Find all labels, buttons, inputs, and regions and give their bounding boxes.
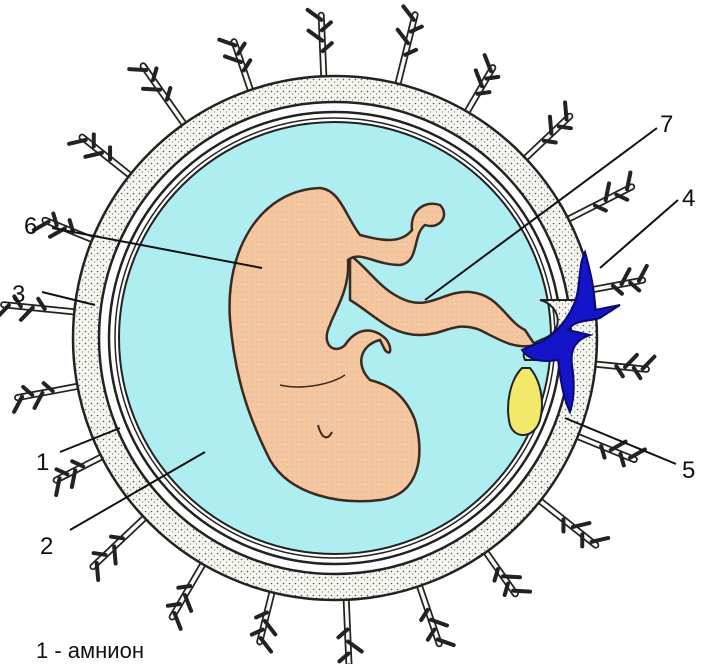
villus-branch bbox=[503, 576, 520, 577]
villus-branch bbox=[85, 153, 102, 157]
villus-branch bbox=[174, 613, 180, 629]
label-4: 4 bbox=[682, 185, 695, 212]
villus-core bbox=[484, 549, 516, 594]
villus-core bbox=[143, 66, 186, 127]
villus-core bbox=[418, 582, 439, 644]
villus-branch bbox=[168, 604, 180, 606]
villus-branch bbox=[616, 195, 627, 200]
villus-branch bbox=[550, 117, 551, 134]
villus-branch bbox=[559, 126, 571, 128]
villus-branch bbox=[421, 610, 427, 620]
villus-branch bbox=[595, 206, 606, 211]
villus-core bbox=[93, 515, 148, 566]
villus-branch bbox=[56, 469, 67, 474]
label-2: 2 bbox=[40, 533, 53, 560]
villus-branch bbox=[476, 70, 482, 86]
villus-branch bbox=[72, 461, 83, 466]
villus-branch bbox=[178, 586, 190, 588]
villus-branch bbox=[592, 538, 609, 542]
villus-branch bbox=[261, 638, 271, 651]
villus-branch bbox=[478, 92, 490, 94]
villus-branch bbox=[129, 69, 146, 70]
villus-branch bbox=[114, 547, 115, 564]
villus-branch bbox=[238, 44, 244, 54]
villus-branch bbox=[544, 141, 556, 143]
villus-core bbox=[56, 455, 105, 480]
villus-branch bbox=[485, 55, 491, 71]
villus-branch bbox=[573, 523, 590, 527]
villus-branch bbox=[244, 60, 250, 70]
label-7: 7 bbox=[660, 111, 673, 138]
villus-branch bbox=[513, 591, 530, 592]
villus-branch bbox=[185, 595, 191, 611]
label-3: 3 bbox=[12, 281, 25, 308]
villus-branch bbox=[143, 89, 160, 90]
villus-core bbox=[523, 116, 570, 161]
villus-branch bbox=[486, 77, 498, 79]
figure-caption: 1 - амнион bbox=[36, 640, 144, 662]
label-1: 1 bbox=[36, 449, 49, 476]
villus-core bbox=[565, 187, 632, 221]
villus-branch bbox=[69, 140, 86, 144]
villus-branch bbox=[94, 553, 106, 555]
villus-branch bbox=[565, 102, 566, 119]
label-5: 5 bbox=[682, 457, 695, 484]
villus-branch bbox=[97, 563, 98, 580]
villus-branch bbox=[428, 630, 434, 640]
label-6: 6 bbox=[24, 213, 37, 240]
villus-branch bbox=[111, 537, 123, 539]
